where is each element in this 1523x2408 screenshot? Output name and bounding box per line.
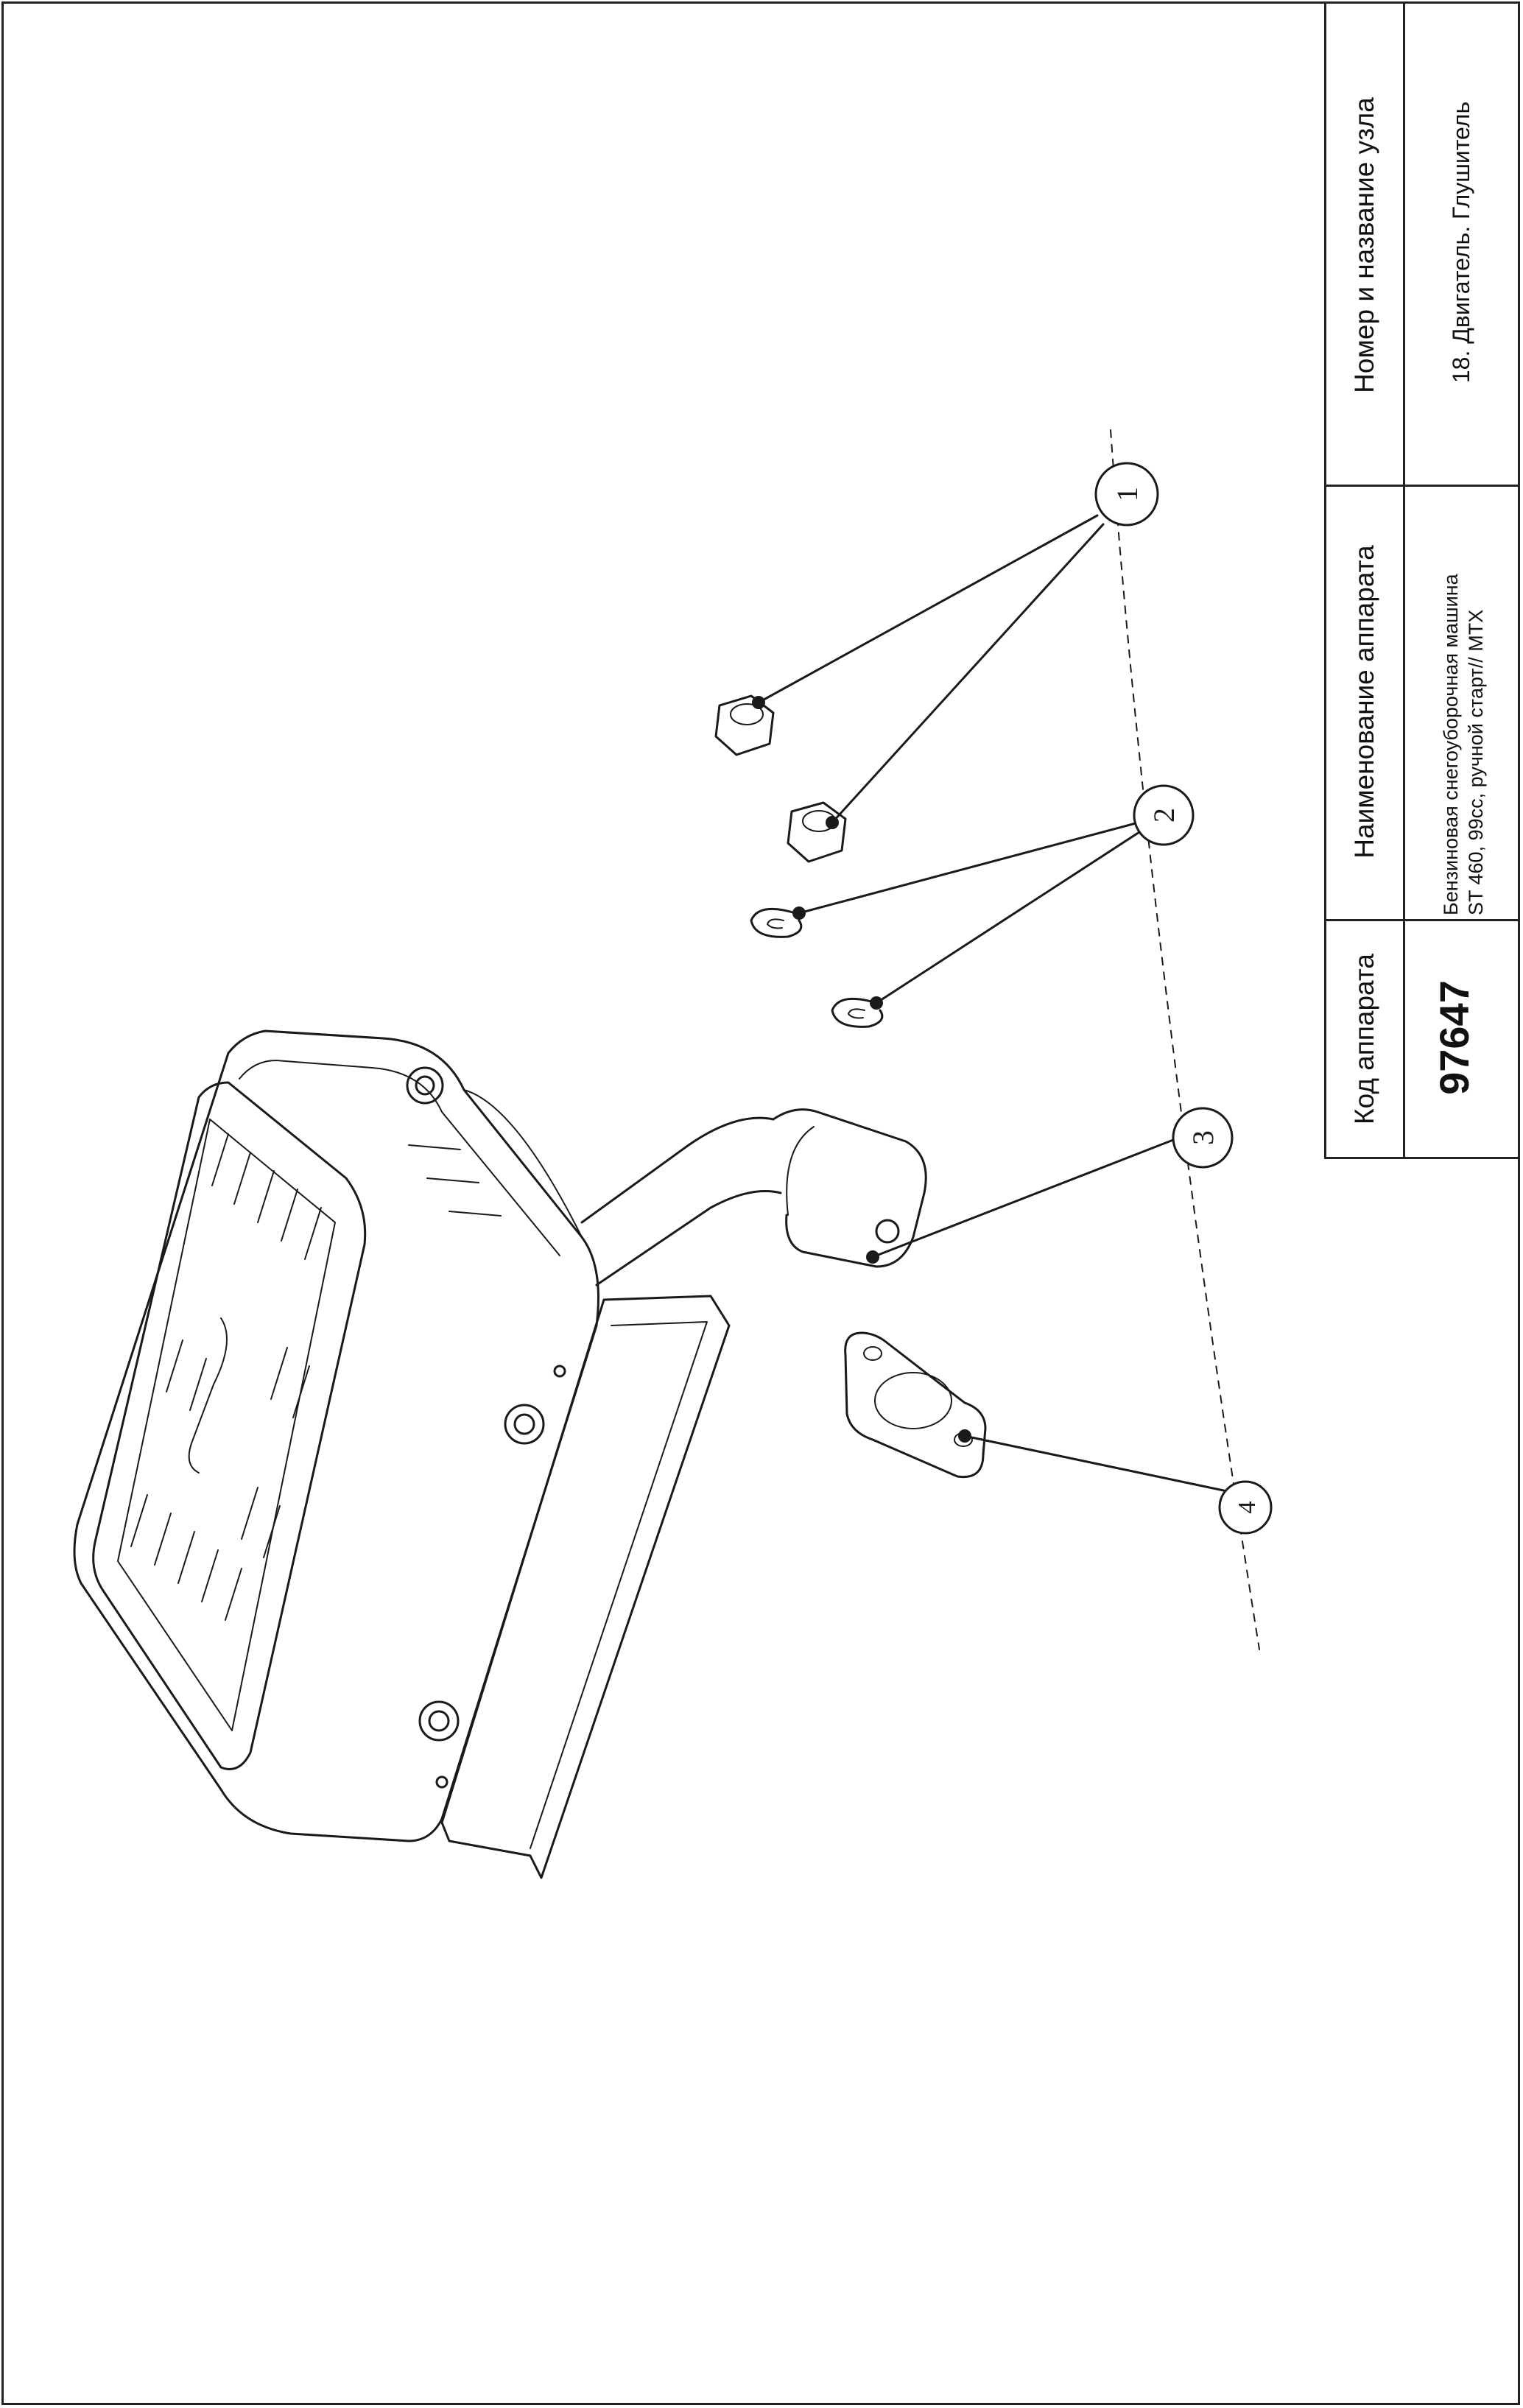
muffler-rivet (435, 1775, 449, 1789)
gasket-part (844, 1331, 987, 1479)
callout-1: 1 (1094, 462, 1159, 527)
value-device-name: Бензиновая снегоуборочная машина ST 460,… (1438, 488, 1490, 915)
callout-3-label: 3 (1186, 1130, 1220, 1145)
muffler-rivet (553, 1365, 566, 1378)
nut-part-upper (714, 694, 775, 756)
callout-2: 2 (1133, 784, 1195, 846)
callout-4: 4 (1218, 1480, 1273, 1535)
value-device-code: 97647 (1431, 980, 1477, 1095)
assembly-axis-line (1110, 429, 1260, 1650)
muffler-mount-bolt-lower (418, 1700, 460, 1742)
heat-shield-plate (440, 1295, 731, 1879)
leader-dots (752, 696, 971, 1443)
header-device-name: Наименование аппарата (1349, 545, 1379, 859)
flange-bolt-hole (875, 1219, 900, 1244)
title-block-row-divider-2 (1326, 919, 1519, 921)
muffler-mount-bolt-upper (504, 1404, 545, 1445)
muffler-logo-mark (188, 1317, 228, 1474)
header-node: Номер и название узла (1349, 97, 1379, 393)
value-device-name-line1: Бензиновая снегоуборочная машина (1440, 574, 1462, 915)
nut-part-lower (787, 801, 847, 863)
title-block-row-divider-1 (1326, 485, 1519, 487)
title-block-column-divider (1403, 3, 1405, 1157)
muffler-body (73, 1029, 599, 1842)
value-node: 18. Двигатель. Глушитель (1448, 101, 1474, 384)
spring-washer-lower (831, 997, 884, 1028)
spring-washer-upper (750, 907, 803, 938)
title-block: Номер и название узла Наименование аппар… (1324, 3, 1519, 1159)
header-device-code: Код аппарата (1349, 954, 1379, 1124)
callout-1-label: 1 (1111, 487, 1144, 501)
muffler-outlet-stud (406, 1066, 444, 1105)
exploded-view-drawing: 1 2 3 4 (73, 429, 1273, 1879)
callout-4-label: 4 (1234, 1502, 1261, 1514)
muffler-louvres (130, 1133, 322, 1621)
exhaust-pipe (580, 1108, 927, 1286)
callout-3: 3 (1172, 1107, 1234, 1169)
callout-2-label: 2 (1147, 808, 1181, 823)
leader-lines (757, 514, 1228, 1493)
value-device-name-line2: ST 460, 99cc, ручной старт// MTX (1465, 609, 1487, 915)
